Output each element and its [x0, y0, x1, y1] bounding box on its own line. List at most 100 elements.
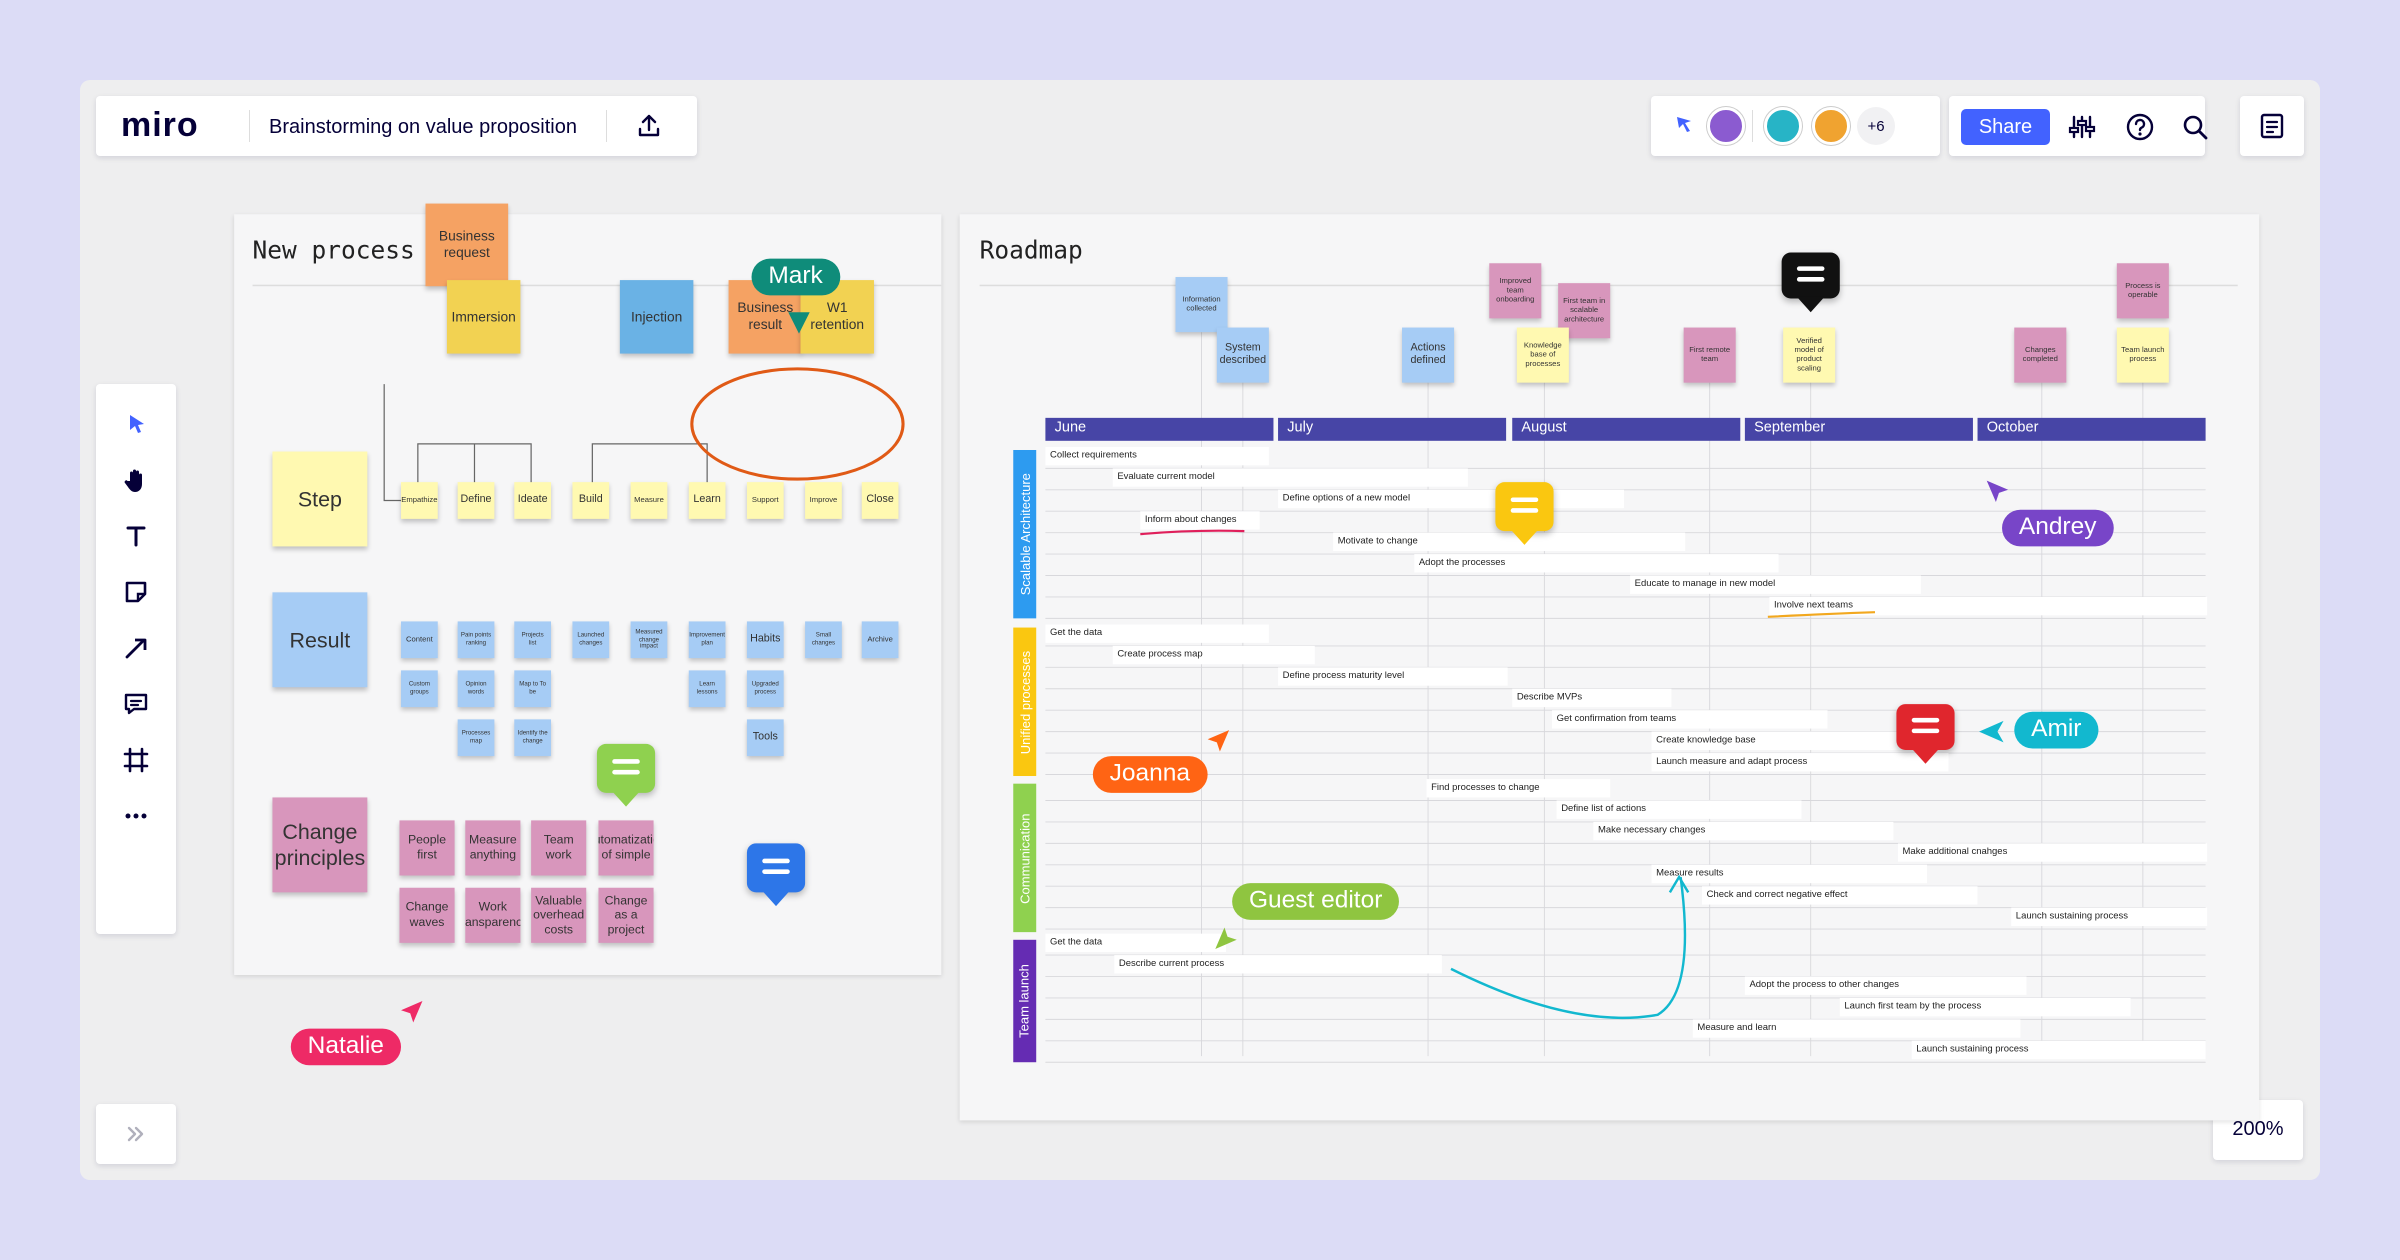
sticky-note[interactable]: Projects list [514, 621, 552, 659]
sticky-note[interactable]: Pain points ranking [457, 621, 495, 659]
task-bar[interactable]: Launch measure and adapt process [1651, 753, 1949, 772]
sticky-note[interactable]: Support [746, 482, 784, 519]
comment-tool[interactable] [96, 676, 176, 732]
sticky-note[interactable]: Archive [861, 621, 899, 659]
milestone-note[interactable]: Actions defined [1402, 327, 1455, 383]
sticky-note[interactable]: Launched changes [572, 621, 610, 659]
sticky-note[interactable]: Empathize [401, 482, 438, 519]
sticky-note[interactable]: Change waves [399, 887, 455, 943]
help-icon[interactable] [2126, 113, 2154, 146]
comment-bubble-icon[interactable] [1896, 704, 1955, 764]
sticky-note[interactable]: Measured change impact [630, 621, 668, 659]
milestone-note[interactable]: First remote team [1683, 327, 1736, 383]
milestone-note[interactable]: Improved team onboarding [1489, 263, 1542, 319]
sticky-note[interactable]: Custom groups [401, 670, 438, 708]
milestone-note[interactable]: Knowledge base of processes [1516, 327, 1569, 383]
settings-sliders-icon[interactable] [2068, 113, 2096, 146]
task-bar[interactable]: Involve next teams [1769, 596, 2208, 616]
sticky-note[interactable]: Small changes [805, 621, 842, 659]
task-bar[interactable]: Make additional cnahges [1897, 843, 2208, 862]
comment-bubble-icon[interactable] [746, 843, 806, 907]
task-bar[interactable]: Describe current process [1114, 955, 1442, 974]
sticky-note[interactable]: Business request [425, 203, 509, 287]
task-bar[interactable]: Inform about changes [1140, 511, 1260, 530]
task-bar[interactable]: Measure and learn [1692, 1019, 2021, 1038]
sticky-note[interactable]: Immersion [446, 280, 521, 354]
more-collaborators-badge[interactable]: +6 [1857, 107, 1895, 145]
milestone-note[interactable]: Verified model of product scaling [1783, 327, 1836, 383]
expand-panel-button[interactable] [96, 1104, 176, 1164]
task-bar[interactable]: Get confirmation from teams [1552, 710, 1828, 729]
sticky-note[interactable]: Define [457, 482, 495, 519]
connector-tool[interactable] [96, 620, 176, 676]
task-bar[interactable]: Launch first team by the process [1839, 997, 2131, 1017]
comment-bubble-icon[interactable] [1495, 482, 1554, 545]
sticky-note[interactable]: Close [861, 482, 899, 519]
export-icon[interactable] [635, 112, 663, 140]
sticky-note[interactable]: Build [572, 482, 610, 519]
task-bar[interactable]: Evaluate current model [1112, 468, 1468, 487]
milestone-note[interactable]: Team launch process [2116, 327, 2169, 383]
task-bar[interactable]: Adopt the process to other changes [1744, 976, 2027, 995]
sticky-note[interactable]: Work transparency [465, 887, 521, 943]
sticky-note[interactable]: Habits [746, 621, 784, 659]
sticky-note[interactable]: Valuable overhead costs [531, 887, 587, 943]
task-bar[interactable]: Get the data [1045, 933, 1227, 953]
avatar[interactable] [1812, 107, 1850, 145]
sticky-note[interactable]: Ideate [514, 482, 552, 519]
more-tools-icon[interactable] [96, 788, 176, 844]
sticky-note[interactable]: People first [399, 820, 455, 876]
task-bar[interactable]: Define process maturity level [1278, 667, 1508, 686]
task-bar[interactable]: Create knowledge base [1651, 731, 1949, 750]
sticky-note[interactable]: Change principles [272, 797, 368, 893]
sticky-note[interactable]: Identify the change [514, 719, 552, 757]
sticky-note[interactable]: Automatization of simple [598, 820, 654, 876]
avatar[interactable] [1707, 107, 1745, 145]
sticky-note[interactable]: Result [272, 592, 368, 688]
task-bar[interactable]: Collect requirements [1045, 446, 1269, 466]
sticky-note[interactable]: Opinion words [457, 670, 495, 708]
task-bar[interactable]: Get the data [1045, 624, 1269, 643]
milestone-note[interactable]: Information collected [1175, 277, 1228, 333]
sticky-note[interactable]: Content [401, 621, 438, 659]
sticky-note-tool[interactable] [96, 564, 176, 620]
sticky-note[interactable]: Map to To be [514, 670, 552, 708]
task-bar[interactable]: Measure results [1651, 864, 1928, 884]
board-title[interactable]: Brainstorming on value proposition [269, 116, 577, 138]
sticky-note[interactable]: Team work [531, 820, 587, 876]
milestone-note[interactable]: System described [1216, 327, 1269, 383]
frame-tool[interactable] [96, 732, 176, 788]
miro-logo[interactable]: miro [121, 106, 199, 144]
sticky-note[interactable]: Tools [746, 719, 784, 757]
comment-bubble-icon[interactable] [596, 743, 656, 807]
notes-icon[interactable] [2258, 112, 2286, 145]
task-bar[interactable]: Create process map [1112, 645, 1315, 665]
task-bar[interactable]: Launch sustaining process [2011, 907, 2208, 927]
task-bar[interactable]: Describe MVPs [1512, 688, 1672, 708]
task-bar[interactable]: Make necessary changes [1593, 821, 1894, 841]
sticky-note[interactable]: Change as a project [598, 887, 654, 943]
comment-bubble-icon[interactable] [1781, 252, 1840, 313]
sticky-note[interactable]: Learn lessons [688, 670, 726, 708]
milestone-note[interactable]: Changes completed [2014, 327, 2067, 383]
reactions-icon[interactable] [1673, 114, 1697, 143]
share-button[interactable]: Share [1961, 109, 2050, 145]
sticky-note[interactable]: Processes map [457, 719, 495, 757]
text-tool[interactable] [96, 508, 176, 564]
task-bar[interactable]: Launch sustaining process [1911, 1040, 2206, 1060]
task-bar[interactable]: Define list of actions [1556, 800, 1802, 819]
task-bar[interactable]: Adopt the processes [1414, 554, 1779, 573]
sticky-note[interactable]: Improve [805, 482, 842, 519]
sticky-note[interactable]: Measure anything [465, 820, 521, 876]
sticky-note[interactable]: Learn [688, 482, 726, 519]
sticky-note[interactable]: Upgraded process [746, 670, 784, 708]
milestone-note[interactable]: Process is operable [2116, 263, 2169, 319]
task-bar[interactable]: Find processes to change [1426, 779, 1611, 798]
search-icon[interactable] [2181, 113, 2209, 146]
hand-tool[interactable] [96, 452, 176, 508]
select-tool[interactable] [96, 396, 176, 452]
avatar[interactable] [1764, 107, 1802, 145]
task-bar[interactable]: Check and correct negative effect [1702, 886, 1978, 905]
sticky-note[interactable]: Step [272, 451, 368, 547]
